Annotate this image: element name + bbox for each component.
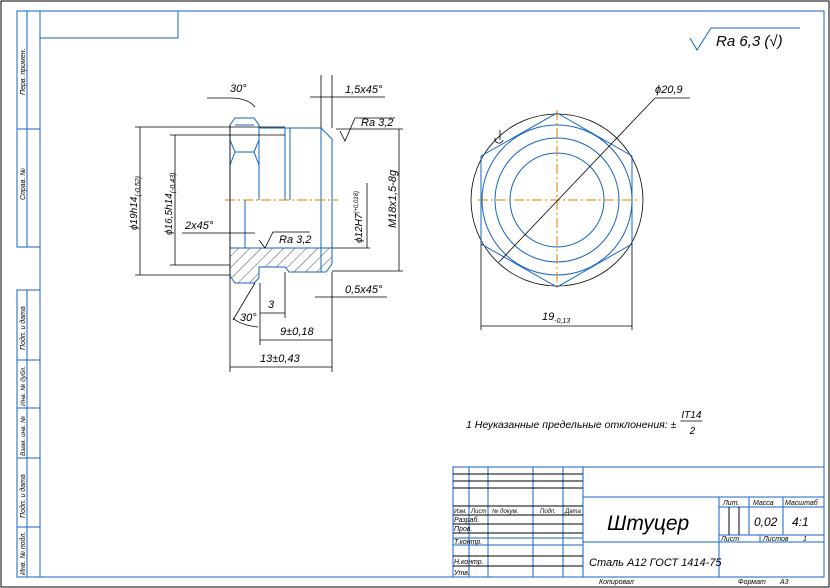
- dim-chamfer-05: 0,5x45°: [345, 284, 383, 296]
- strip-label: Инв. № дубл.: [19, 366, 27, 406]
- part-name: Штуцер: [607, 512, 689, 535]
- dim-angle-top: 30°: [230, 83, 247, 95]
- header-date: Дата: [564, 509, 581, 515]
- dim-angle-bottom: 30°: [240, 312, 257, 324]
- top-left-box: [40, 11, 179, 39]
- sheets-value: 1: [803, 536, 807, 543]
- roughness-general: Ra 6,3 (√): [716, 33, 783, 50]
- dim-chamfer-2: 2x45°: [184, 220, 214, 232]
- material: Сталь А12 ГОСТ 1414-75: [589, 557, 722, 569]
- end-view: ϕ20,9 19-0,13: [470, 84, 690, 330]
- role-razrab: Разраб.: [454, 516, 479, 524]
- lit-label: Лит.: [722, 500, 739, 507]
- dim-thread: M18x1,5-8g: [387, 169, 399, 228]
- header-izm: Изм.: [454, 509, 467, 515]
- dim-hex-size: 19-0,13: [542, 311, 570, 325]
- dim-dia-16-5: ϕ16,5h14(-0,43): [164, 173, 177, 235]
- dim-dia-19: ϕ19h14(-0,52): [129, 176, 142, 230]
- strip-label: Справ. №: [20, 168, 27, 200]
- note-denominator: 2: [689, 426, 696, 437]
- mass-label: Масса: [753, 500, 774, 507]
- note-numerator: IT14: [681, 410, 701, 421]
- strip-label: Взам. инв. №: [20, 416, 27, 456]
- general-roughness: Ra 6,3 (√): [689, 27, 800, 51]
- roughness-outer: Ra 3,2: [361, 117, 393, 129]
- header-doc: № докум.: [492, 508, 518, 515]
- strip-label: Подп. и дата: [19, 474, 27, 518]
- dim-length-13: 13±0,43: [260, 353, 301, 365]
- side-strip: Перв. примен. Справ. № Подп. и дата Инв.…: [16, 10, 41, 578]
- strip-label: Подп. и дата: [19, 306, 27, 350]
- dim-dia-20-9: ϕ20,9: [655, 84, 683, 96]
- sheet-label: Лист: [720, 536, 739, 543]
- dim-groove: 3: [268, 299, 275, 311]
- role-utv: Утв.: [453, 570, 470, 577]
- scale-label: Масштаб: [785, 499, 819, 507]
- copied-label: Копировал: [599, 579, 634, 586]
- dim-dia-12: ϕ12H7(+0,018): [354, 191, 365, 243]
- header-list: Лист: [470, 509, 486, 515]
- section-view: 30° 1,5x45° Ra 3,2 Ra 3,2 ϕ19h14(-0,52) …: [129, 75, 403, 372]
- strip-label: Перв. примен.: [20, 48, 27, 95]
- role-prov: Пров.: [454, 526, 473, 533]
- role-tkontr: Т.контр.: [454, 539, 482, 546]
- strip-label: Инв. № подл.: [19, 532, 27, 575]
- drawing-frame: [39, 10, 825, 578]
- role-nkontr: Н.контр.: [454, 559, 484, 566]
- technical-note: 1 Неуказанные предельные отклонения: ± I…: [466, 410, 703, 437]
- dim-chamfer-top: 1,5x45°: [345, 84, 383, 96]
- format-value: А3: [779, 579, 789, 586]
- title-block: Изм. Лист № докум. Подп. Дата Разраб. Пр…: [452, 466, 825, 586]
- note-text: 1 Неуказанные предельные отклонения: ±: [466, 419, 677, 431]
- roughness-bore: Ra 3,2: [279, 234, 311, 246]
- format-label: Формат: [738, 579, 766, 586]
- sheets-label: Листов: [762, 536, 789, 543]
- section-hatch: [229, 247, 333, 284]
- mass-value: 0,02: [754, 515, 778, 529]
- header-sign: Подп.: [540, 509, 556, 515]
- scale-value: 4:1: [792, 515, 809, 529]
- dim-length-9: 9±0,18: [280, 326, 314, 338]
